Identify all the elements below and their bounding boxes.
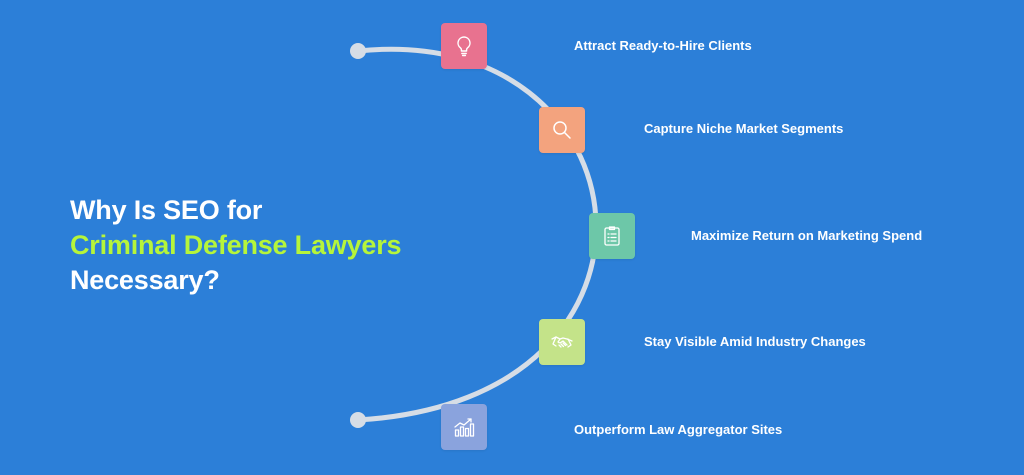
step-3-node (589, 213, 635, 259)
step-5-node (441, 404, 487, 450)
checklist-icon (604, 226, 620, 246)
lightbulb-icon (457, 36, 471, 57)
step-1-label: Attract Ready-to-Hire Clients (574, 38, 752, 53)
step-3-label: Maximize Return on Marketing Spend (691, 228, 923, 243)
step-2-label: Capture Niche Market Segments (644, 121, 844, 136)
step-2-node (539, 107, 585, 153)
growth-chart-icon (454, 418, 475, 437)
step-5-label: Outperform Law Aggregator Sites (574, 422, 783, 437)
arc-start-dot (350, 43, 366, 59)
step-4-label: Stay Visible Amid Industry Changes (644, 334, 866, 349)
title-line-highlight: Criminal Defense Lawyers (70, 230, 402, 260)
magnifier-icon (553, 121, 571, 139)
title-line-1: Why Is SEO for (70, 195, 263, 225)
title-line-3: Necessary? (70, 265, 220, 295)
page-title: Why Is SEO for Criminal Defense Lawyers … (70, 193, 402, 298)
step-4-node (539, 319, 585, 365)
arc-end-dot (350, 412, 366, 428)
handshake-icon (551, 336, 573, 348)
step-1-node (441, 23, 487, 69)
